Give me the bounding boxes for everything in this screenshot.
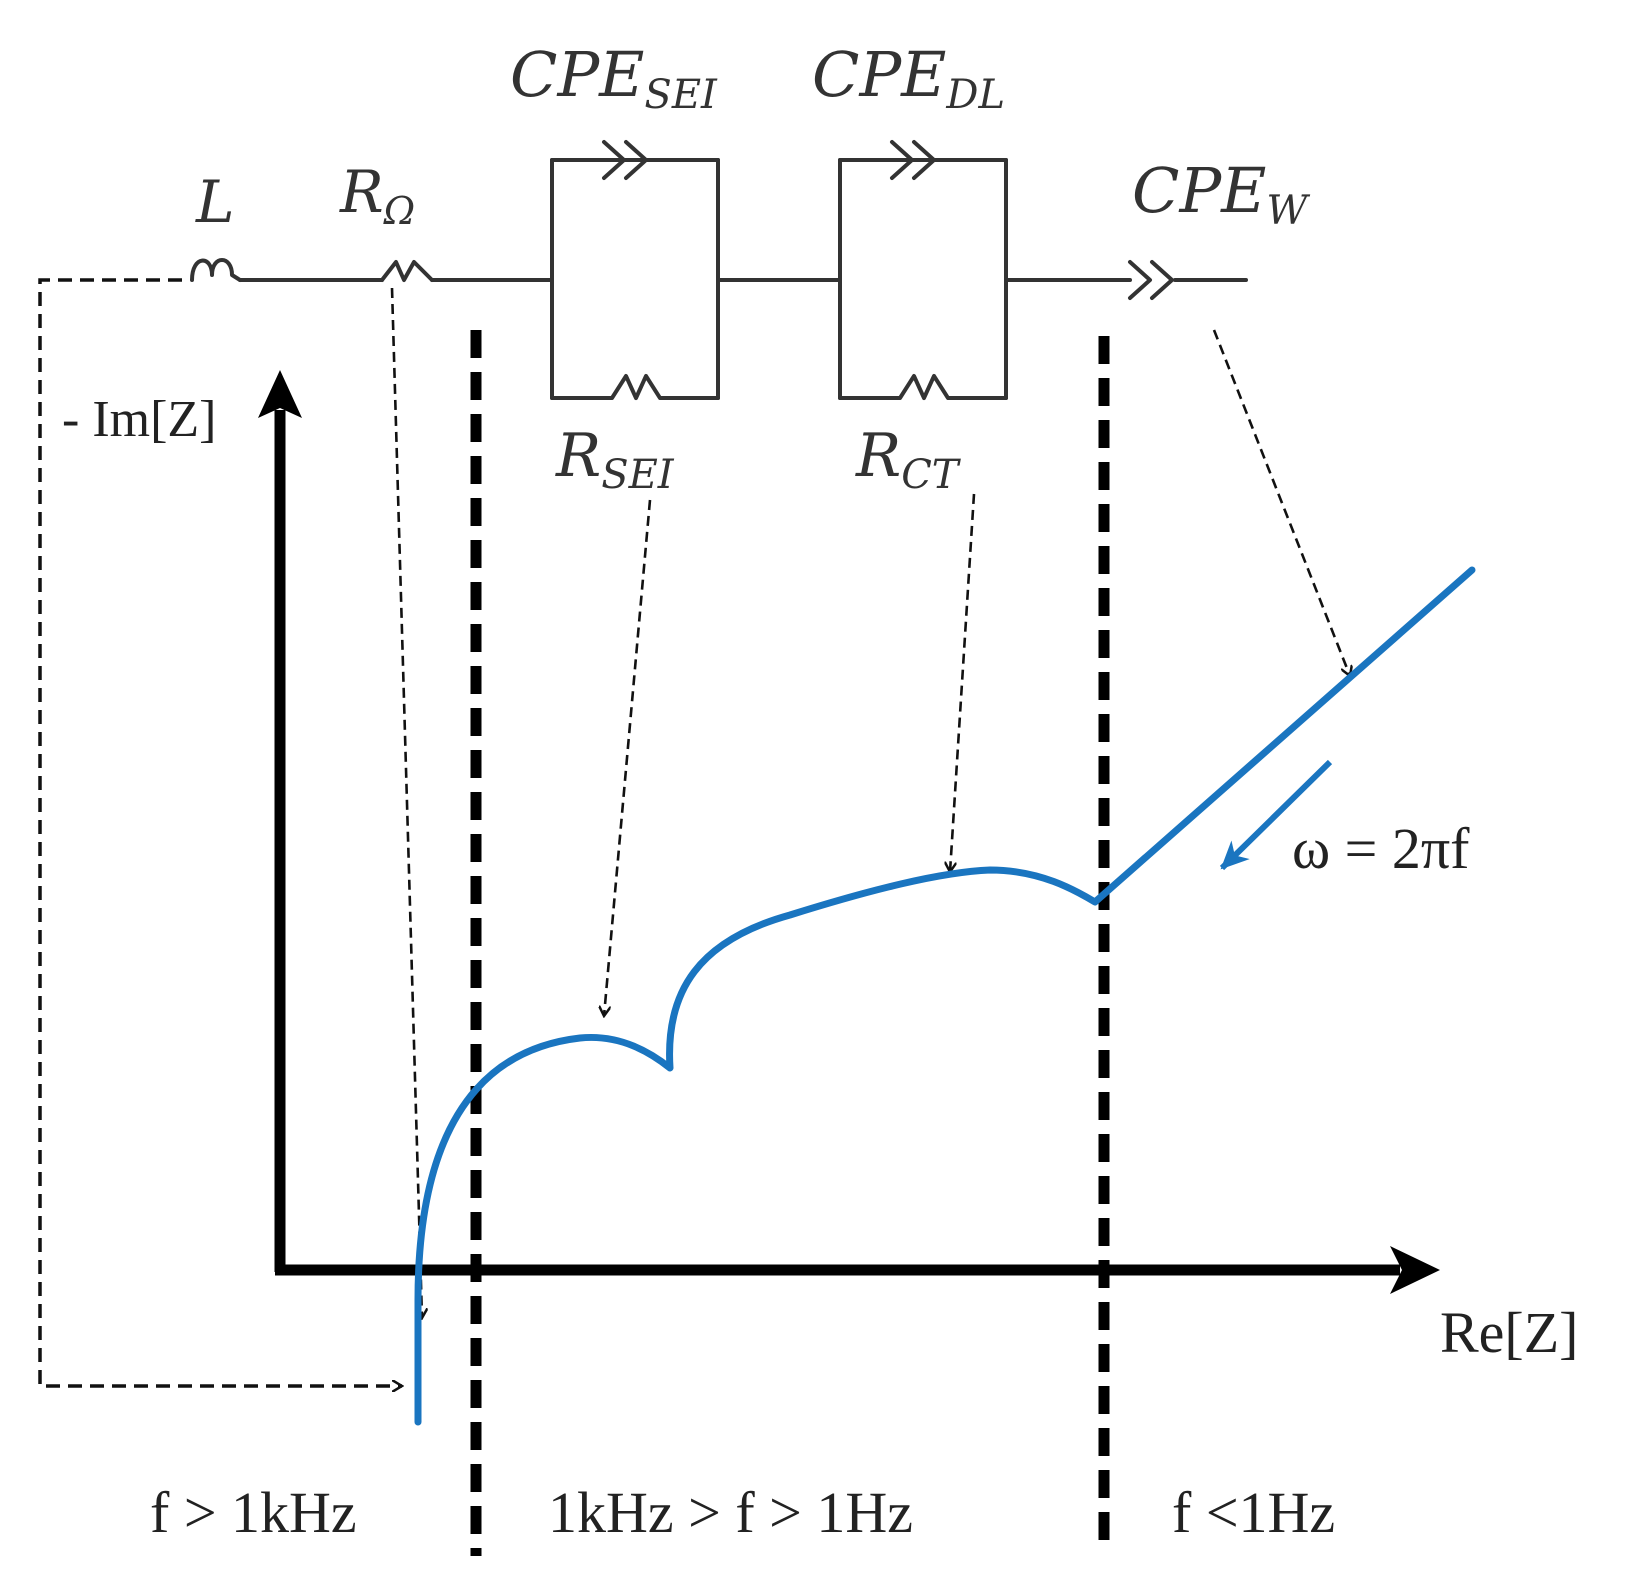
cpe-sei-symbol <box>602 140 648 180</box>
inductor-dashed-lead <box>38 278 402 1386</box>
omega-label: ω = 2πf <box>1292 816 1470 881</box>
cpe-w-label: CPEW <box>1132 154 1310 234</box>
inductor-symbol <box>190 258 242 282</box>
sei-rc-block <box>550 140 720 400</box>
freq-range-low: f <1Hz <box>1172 1480 1335 1545</box>
pointer-r-ct <box>950 493 976 872</box>
cpe-w-symbol <box>1128 260 1174 300</box>
pointer-r-sei <box>604 499 652 1016</box>
dl-rc-block <box>838 140 1008 400</box>
cpe-dl-symbol <box>890 140 936 180</box>
y-axis-arrowhead <box>258 370 302 418</box>
x-axis-arrowhead <box>1390 1246 1440 1294</box>
nyquist-curve <box>414 566 1476 1426</box>
nyquist-axes: - Im[Z] Re[Z] <box>62 370 1579 1365</box>
ohmic-resistor-label: RΩ <box>339 158 415 233</box>
pointer-r-ohm <box>390 287 422 1318</box>
inductor-label: L <box>195 168 235 236</box>
r-ct-label: RCT <box>855 421 962 498</box>
frequency-direction-arrow <box>1219 759 1333 871</box>
freq-range-high: f > 1kHz <box>150 1480 357 1545</box>
cpe-dl-label: CPEDL <box>812 38 1005 118</box>
freq-range-mid: 1kHz > f > 1Hz <box>548 1480 913 1545</box>
y-axis-label: - Im[Z] <box>62 391 216 448</box>
r-ct-symbol <box>838 374 1008 400</box>
ohmic-resistor-symbol <box>380 260 434 282</box>
equivalent-circuit: L RΩ CPESEI CPEDL CPEW RSEI RCT <box>190 38 1310 498</box>
pointer-cpe-w <box>1212 329 1350 676</box>
cpe-sei-label: CPESEI <box>510 38 718 118</box>
x-axis-label: Re[Z] <box>1440 1300 1579 1365</box>
r-sei-label: RSEI <box>555 421 675 498</box>
r-sei-symbol <box>550 374 720 400</box>
